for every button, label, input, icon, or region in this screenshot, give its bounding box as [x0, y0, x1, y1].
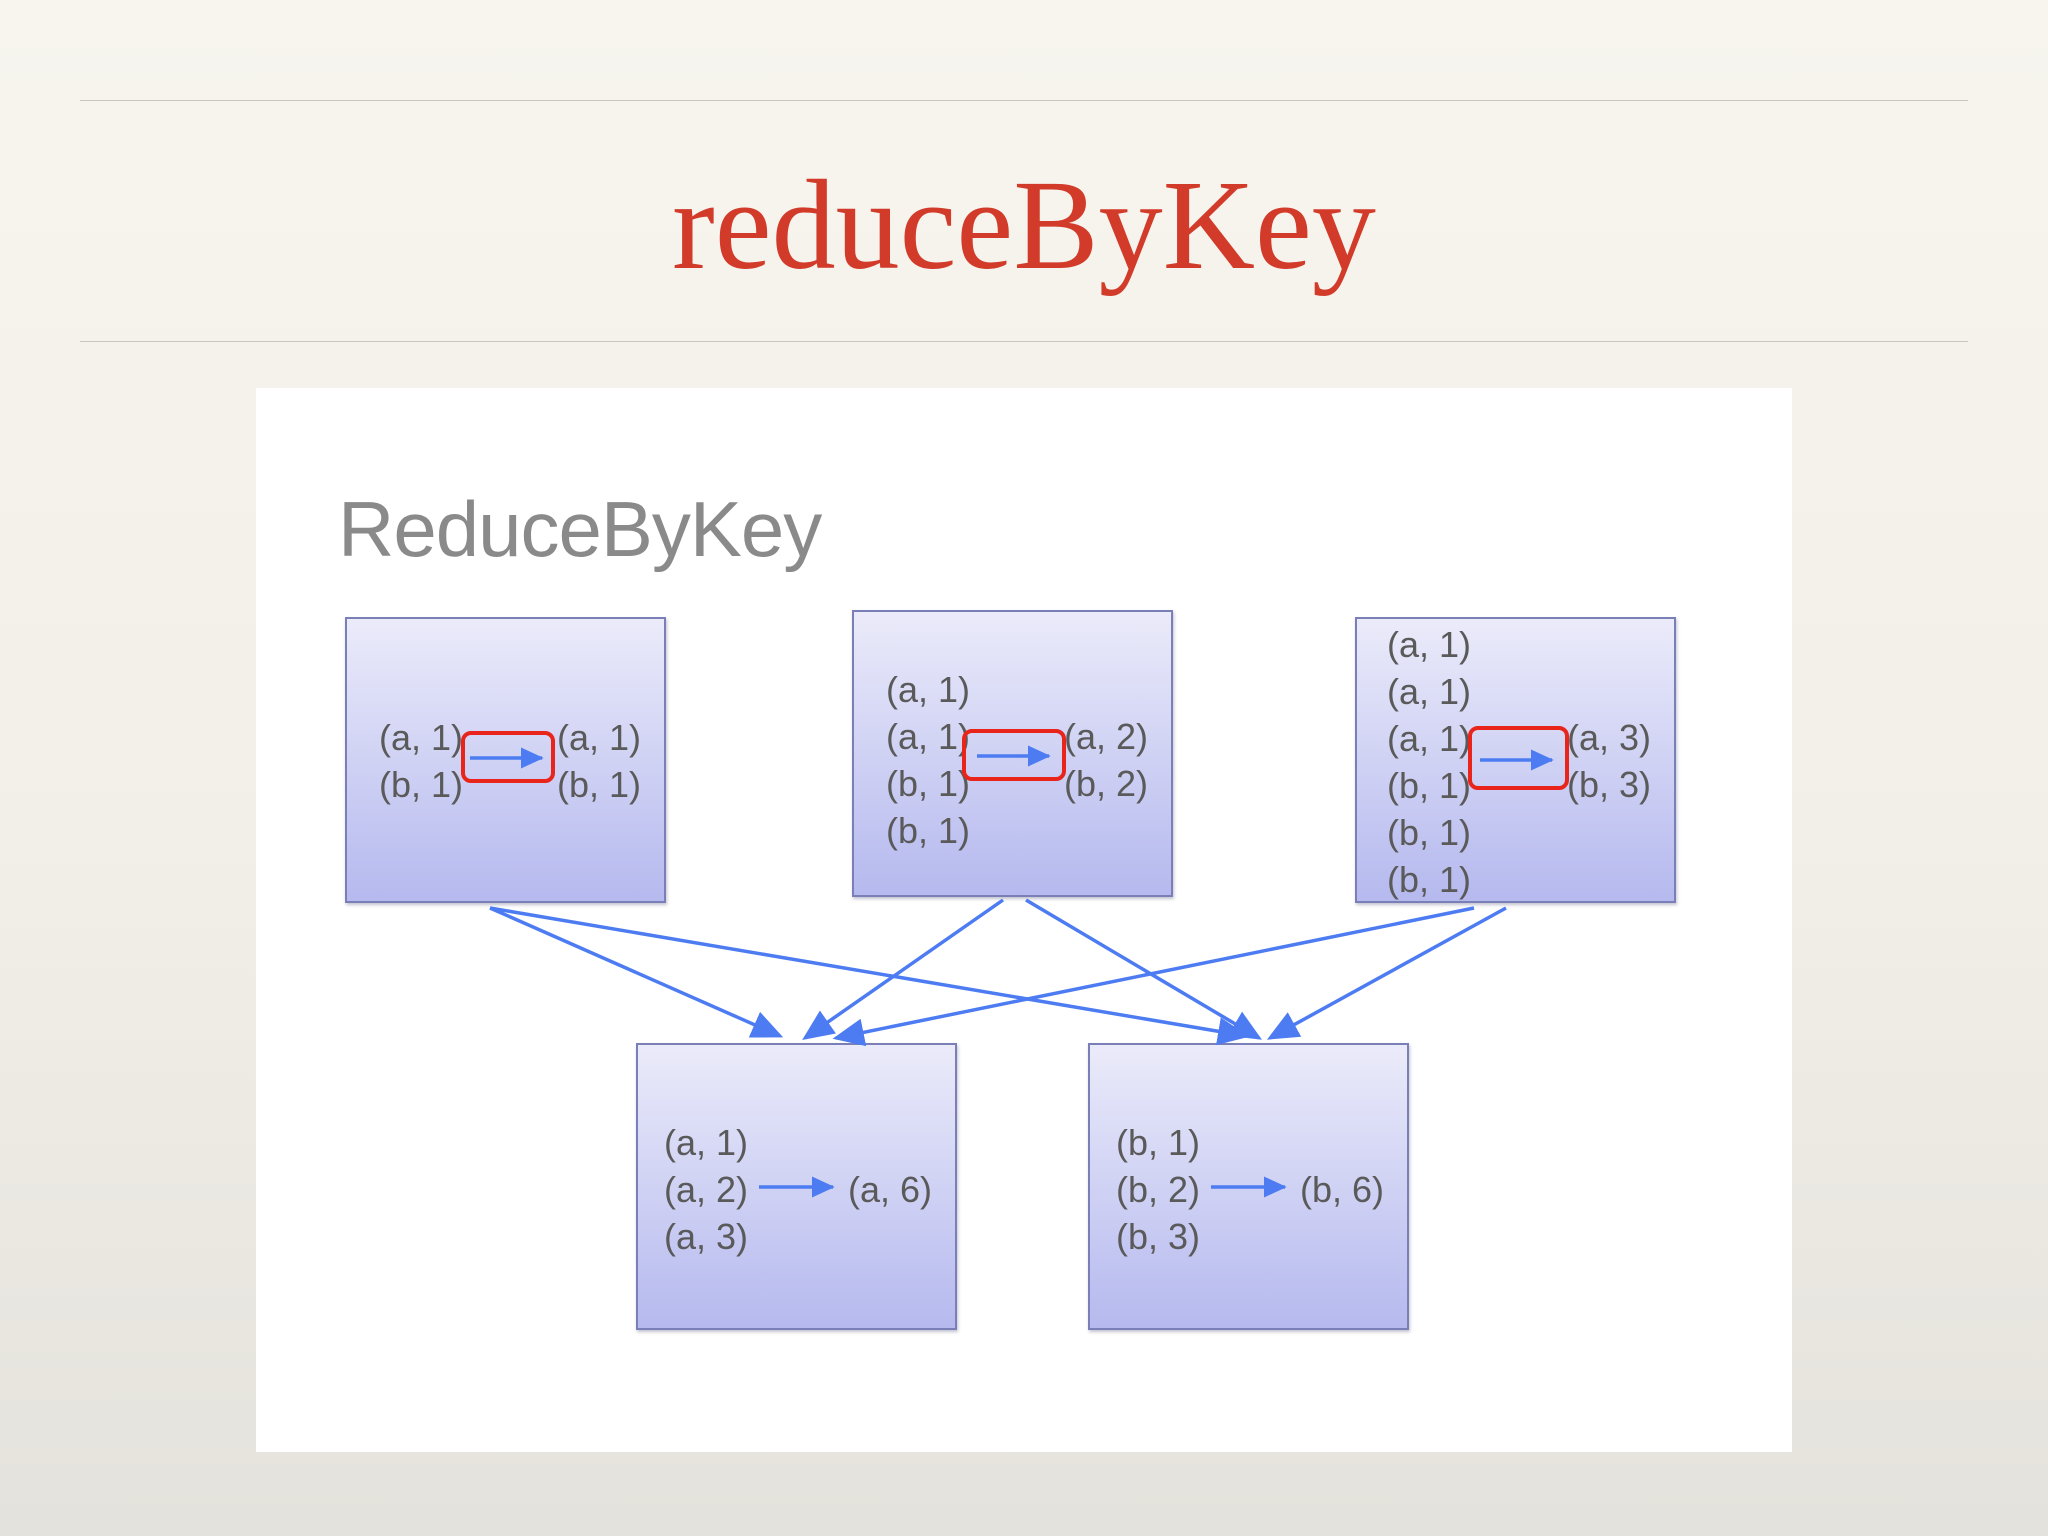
shuffle-arrow-p2-to-b — [1025, 898, 1263, 1040]
reducer-b-input-item: (b, 1) — [1116, 1122, 1201, 1163]
shuffle-arrow-p1-to-a — [489, 906, 784, 1038]
partition-3-input-item: (b, 1) — [1387, 765, 1472, 806]
partition-3-input-item: (a, 1) — [1387, 718, 1472, 759]
reducer-a-output: (a, 6) — [848, 1166, 932, 1213]
partition-3-input: (a, 1) (a, 1) (a, 1) (b, 1) (b, 1) (b, 1… — [1387, 621, 1471, 903]
reducer-b-input: (b, 1) (b, 2) (b, 3) — [1116, 1119, 1200, 1260]
partition-1-output: (a, 1) (b, 1) — [557, 714, 641, 808]
partition-2-input: (a, 1) (a, 1) (b, 1) (b, 1) — [886, 666, 970, 854]
reducer-a-input-item: (a, 1) — [664, 1122, 749, 1163]
partition-1-input-item: (a, 1) — [379, 717, 464, 758]
partition-3-input-item: (b, 1) — [1387, 812, 1472, 853]
partition-2-input-item: (b, 1) — [886, 763, 971, 804]
partition-2-input-item: (a, 1) — [886, 716, 971, 757]
top-rule — [80, 100, 1968, 101]
diagram-panel: ReduceByKey (a, 1) (b, 1) (a, 1) (b, 1) … — [256, 388, 1792, 1452]
partition-box-1: (a, 1) (b, 1) (a, 1) (b, 1) — [345, 617, 666, 903]
partition-1-output-item: (b, 1) — [557, 764, 642, 805]
shuffle-arrows — [489, 898, 1507, 1047]
partition-1-input: (a, 1) (b, 1) — [379, 714, 463, 808]
partition-3-input-item: (a, 1) — [1387, 624, 1472, 665]
slide-title: reduceByKey — [672, 154, 1376, 296]
reducer-b-output-item: (b, 6) — [1300, 1169, 1385, 1210]
shuffle-arrow-p1-to-b — [489, 906, 1250, 1046]
partition-box-2: (a, 1) (a, 1) (b, 1) (b, 1) (a, 2) (b, 2… — [852, 610, 1173, 897]
reducer-a-input: (a, 1) (a, 2) (a, 3) — [664, 1119, 748, 1260]
partition-2-output-item: (b, 2) — [1064, 763, 1149, 804]
shuffle-arrow-p3-to-b — [1266, 906, 1507, 1040]
partition-3-output-item: (a, 3) — [1567, 717, 1652, 758]
reducer-a-input-item: (a, 2) — [664, 1169, 749, 1210]
partition-3-output: (a, 3) (b, 3) — [1567, 714, 1651, 808]
shuffle-arrow-p2-to-a — [802, 898, 1005, 1041]
diagram-arrows — [461, 726, 1569, 1198]
reducer-b-input-item: (b, 3) — [1116, 1216, 1201, 1257]
reducer-a-output-item: (a, 6) — [848, 1169, 933, 1210]
partition-3-output-item: (b, 3) — [1567, 764, 1652, 805]
partition-2-output: (a, 2) (b, 2) — [1064, 713, 1148, 807]
partition-3-input-item: (a, 1) — [1387, 671, 1472, 712]
partition-1-input-item: (b, 1) — [379, 764, 464, 805]
reducer-b-input-item: (b, 2) — [1116, 1169, 1201, 1210]
partition-2-input-item: (b, 1) — [886, 810, 971, 851]
title-underline-rule — [80, 341, 1968, 342]
combine-highlights — [461, 726, 1569, 790]
reducer-b-output: (b, 6) — [1300, 1166, 1384, 1213]
highlight-box-3 — [1468, 726, 1569, 790]
combine-arrows — [470, 745, 1554, 1198]
highlight-box-2 — [962, 729, 1066, 781]
partition-1-output-item: (a, 1) — [557, 717, 642, 758]
reducer-a-input-item: (a, 3) — [664, 1216, 749, 1257]
highlight-box-1 — [461, 731, 555, 783]
partition-3-input-item: (b, 1) — [1387, 859, 1472, 900]
partition-2-output-item: (a, 2) — [1064, 716, 1149, 757]
diagram-title: ReduceByKey — [338, 485, 822, 573]
partition-2-input-item: (a, 1) — [886, 669, 971, 710]
shuffle-arrow-p3-to-a — [832, 906, 1475, 1047]
